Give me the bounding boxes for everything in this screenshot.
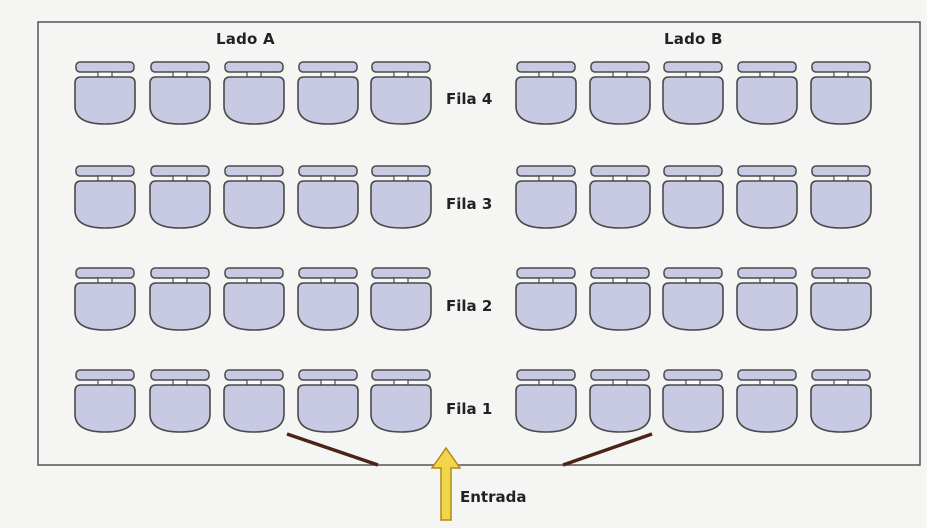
seat-a-row1-2: [149, 369, 211, 433]
seat-b-row4-3: [662, 61, 724, 125]
row-label-2: Fila 2: [446, 297, 493, 315]
seat-b-row2-5: [810, 267, 872, 331]
seat-b-row4-2: [589, 61, 651, 125]
seat-a-row3-3: [223, 165, 285, 229]
seat-b-row2-4: [736, 267, 798, 331]
seat-b-row1-3: [662, 369, 724, 433]
row-label-3: Fila 3: [446, 195, 493, 213]
seat-a-row2-3: [223, 267, 285, 331]
seat-b-row1-1: [515, 369, 577, 433]
seat-b-row4-4: [736, 61, 798, 125]
seat-a-row1-5: [370, 369, 432, 433]
seat-a-row2-1: [74, 267, 136, 331]
seat-a-row4-4: [297, 61, 359, 125]
seat-a-row1-4: [297, 369, 359, 433]
seat-b-row2-2: [589, 267, 651, 331]
seat-b-row1-2: [589, 369, 651, 433]
seat-a-row3-4: [297, 165, 359, 229]
seat-b-row2-1: [515, 267, 577, 331]
seat-a-row2-5: [370, 267, 432, 331]
seat-a-row3-2: [149, 165, 211, 229]
seat-a-row3-5: [370, 165, 432, 229]
entrance-label: Entrada: [460, 488, 527, 506]
side-label-b: Lado B: [664, 30, 723, 48]
seat-b-row3-1: [515, 165, 577, 229]
side-label-a: Lado A: [216, 30, 275, 48]
seat-a-row3-1: [74, 165, 136, 229]
seat-b-row3-3: [662, 165, 724, 229]
seat-b-row2-3: [662, 267, 724, 331]
seat-b-row3-5: [810, 165, 872, 229]
seat-a-row4-2: [149, 61, 211, 125]
row-label-1: Fila 1: [446, 400, 493, 418]
seat-a-row4-5: [370, 61, 432, 125]
room-outline: [37, 21, 921, 466]
door-right-leaf: [562, 432, 653, 467]
seat-a-row2-2: [149, 267, 211, 331]
door-left-leaf: [286, 432, 379, 467]
seat-b-row3-2: [589, 165, 651, 229]
seat-a-row2-4: [297, 267, 359, 331]
seat-a-row4-1: [74, 61, 136, 125]
seat-a-row1-1: [74, 369, 136, 433]
entrance-arrow-icon: [430, 446, 462, 521]
seat-b-row3-4: [736, 165, 798, 229]
seat-b-row1-5: [810, 369, 872, 433]
seat-b-row1-4: [736, 369, 798, 433]
seat-a-row1-3: [223, 369, 285, 433]
row-label-4: Fila 4: [446, 90, 493, 108]
seat-b-row4-1: [515, 61, 577, 125]
seat-a-row4-3: [223, 61, 285, 125]
seat-grid: [74, 61, 872, 433]
seat-b-row4-5: [810, 61, 872, 125]
